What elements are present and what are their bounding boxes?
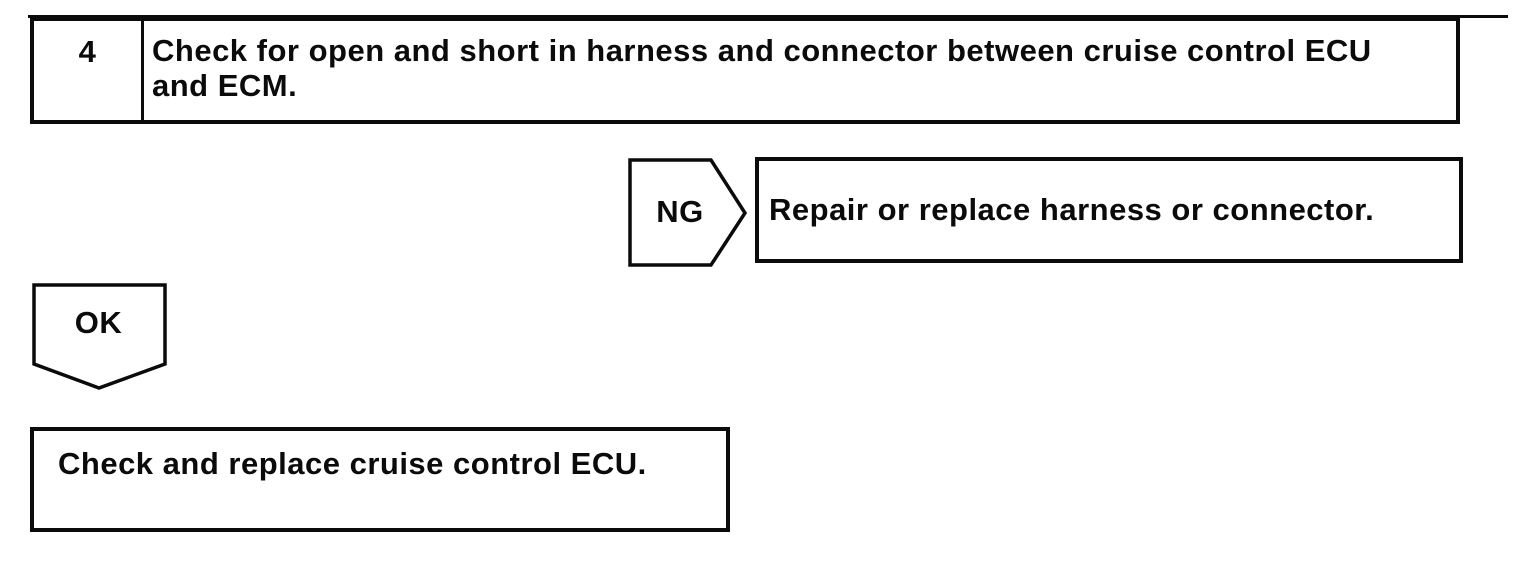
step-number: 4 xyxy=(78,34,97,69)
step-instruction-line-1: Check for open and short in harness and … xyxy=(152,33,1372,68)
step-number-cell: 4 xyxy=(34,21,144,120)
step-instruction-line-2: and ECM. xyxy=(152,68,298,103)
ng-label: NG xyxy=(656,193,704,229)
ok-connector: OK xyxy=(32,283,167,390)
ng-connector: NG xyxy=(628,158,747,267)
top-rule-line xyxy=(28,15,1508,18)
ng-result-box: Repair or replace harness or connector. xyxy=(755,157,1463,263)
step-instruction: Check for open and short in harness and … xyxy=(144,21,1382,120)
ok-pentagon-shape xyxy=(32,283,167,390)
ok-label: OK xyxy=(74,305,123,340)
ng-pentagon-shape xyxy=(628,158,747,267)
ok-result-text: Check and replace cruise control ECU. xyxy=(58,446,647,481)
ng-result-text: Repair or replace harness or connector. xyxy=(769,192,1375,227)
ok-result-box: Check and replace cruise control ECU. xyxy=(30,427,730,532)
step-box: 4 Check for open and short in harness an… xyxy=(30,17,1460,124)
